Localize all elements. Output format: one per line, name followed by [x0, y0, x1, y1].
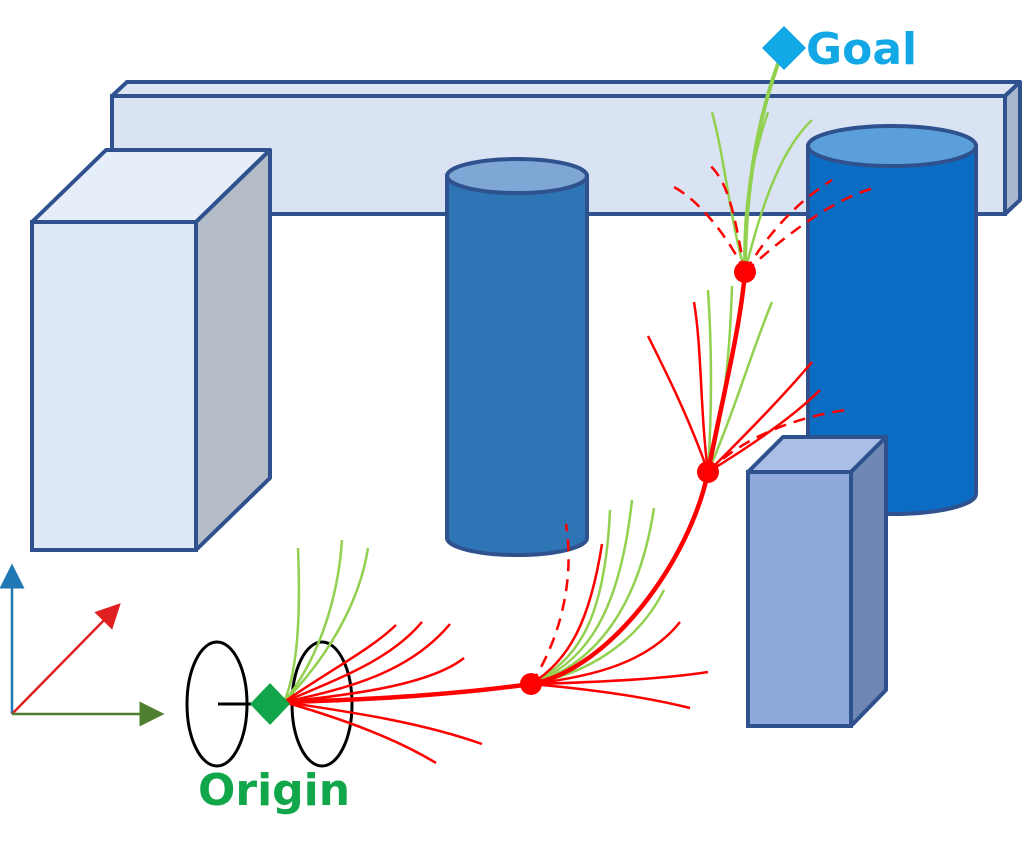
- final-trajectory-segment: [743, 47, 786, 273]
- coordinate-axes: [0, 563, 165, 727]
- depth-axis: [11, 603, 121, 715]
- front-box-obstacle: [746, 435, 888, 728]
- origin-diamond-icon: [250, 683, 290, 725]
- left-box-obstacle: [30, 148, 272, 552]
- waypoint-3: [734, 261, 756, 283]
- goal-diamond-icon: [762, 26, 806, 70]
- origin-branches: [282, 539, 483, 765]
- middle-cylinder-obstacle: [445, 157, 589, 557]
- waypoint-1: [520, 673, 542, 695]
- right-cylinder-obstacle: [806, 124, 978, 516]
- waypoint-2: [697, 461, 719, 483]
- goal-label: Goal: [806, 24, 917, 75]
- main-trajectory: [281, 269, 748, 705]
- origin-label: Origin: [198, 765, 350, 816]
